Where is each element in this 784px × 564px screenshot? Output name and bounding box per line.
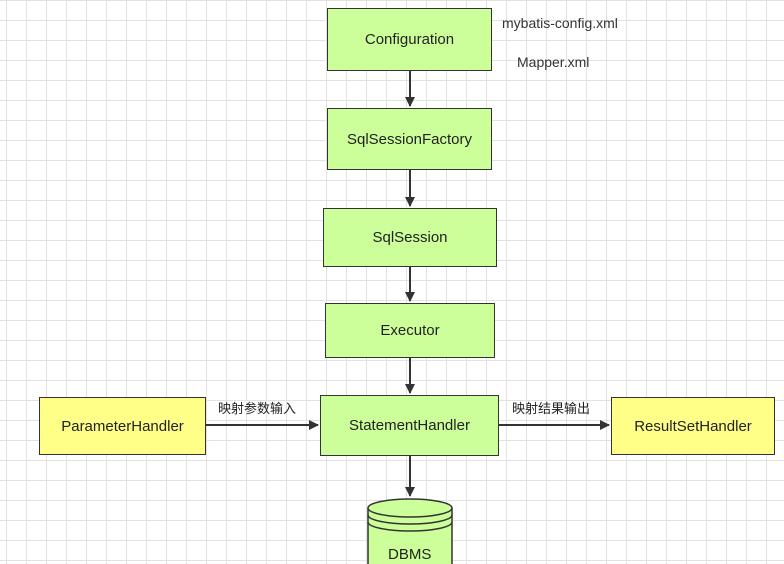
- statementhandler-node: StatementHandler: [320, 395, 499, 456]
- config-file-note: mybatis-config.xml: [502, 15, 618, 31]
- sqlsessionfactory-label: SqlSessionFactory: [346, 130, 473, 148]
- sqlsessionfactory-node: SqlSessionFactory: [327, 108, 492, 170]
- configuration-node: Configuration: [327, 8, 492, 71]
- parameterhandler-label: ParameterHandler: [61, 417, 184, 435]
- sqlsession-label: SqlSession: [372, 229, 448, 246]
- dbms-cylinder-icon: [367, 498, 453, 564]
- resultsethandler-label: ResultSetHandler: [634, 417, 752, 435]
- executor-label: Executor: [380, 322, 440, 339]
- mapper-file-note: Mapper.xml: [517, 54, 590, 70]
- parameterhandler-node: ParameterHandler: [39, 397, 206, 455]
- resultsethandler-node: ResultSetHandler: [611, 397, 775, 455]
- param-mapping-label: 映射参数输入: [218, 401, 297, 416]
- result-mapping-label: 映射结果输出: [512, 401, 591, 416]
- dbms-label: DBMS: [388, 546, 432, 563]
- statementhandler-label: StatementHandler: [349, 417, 470, 434]
- configuration-label: Configuration: [364, 31, 455, 48]
- sqlsession-node: SqlSession: [323, 208, 497, 267]
- executor-node: Executor: [325, 303, 495, 358]
